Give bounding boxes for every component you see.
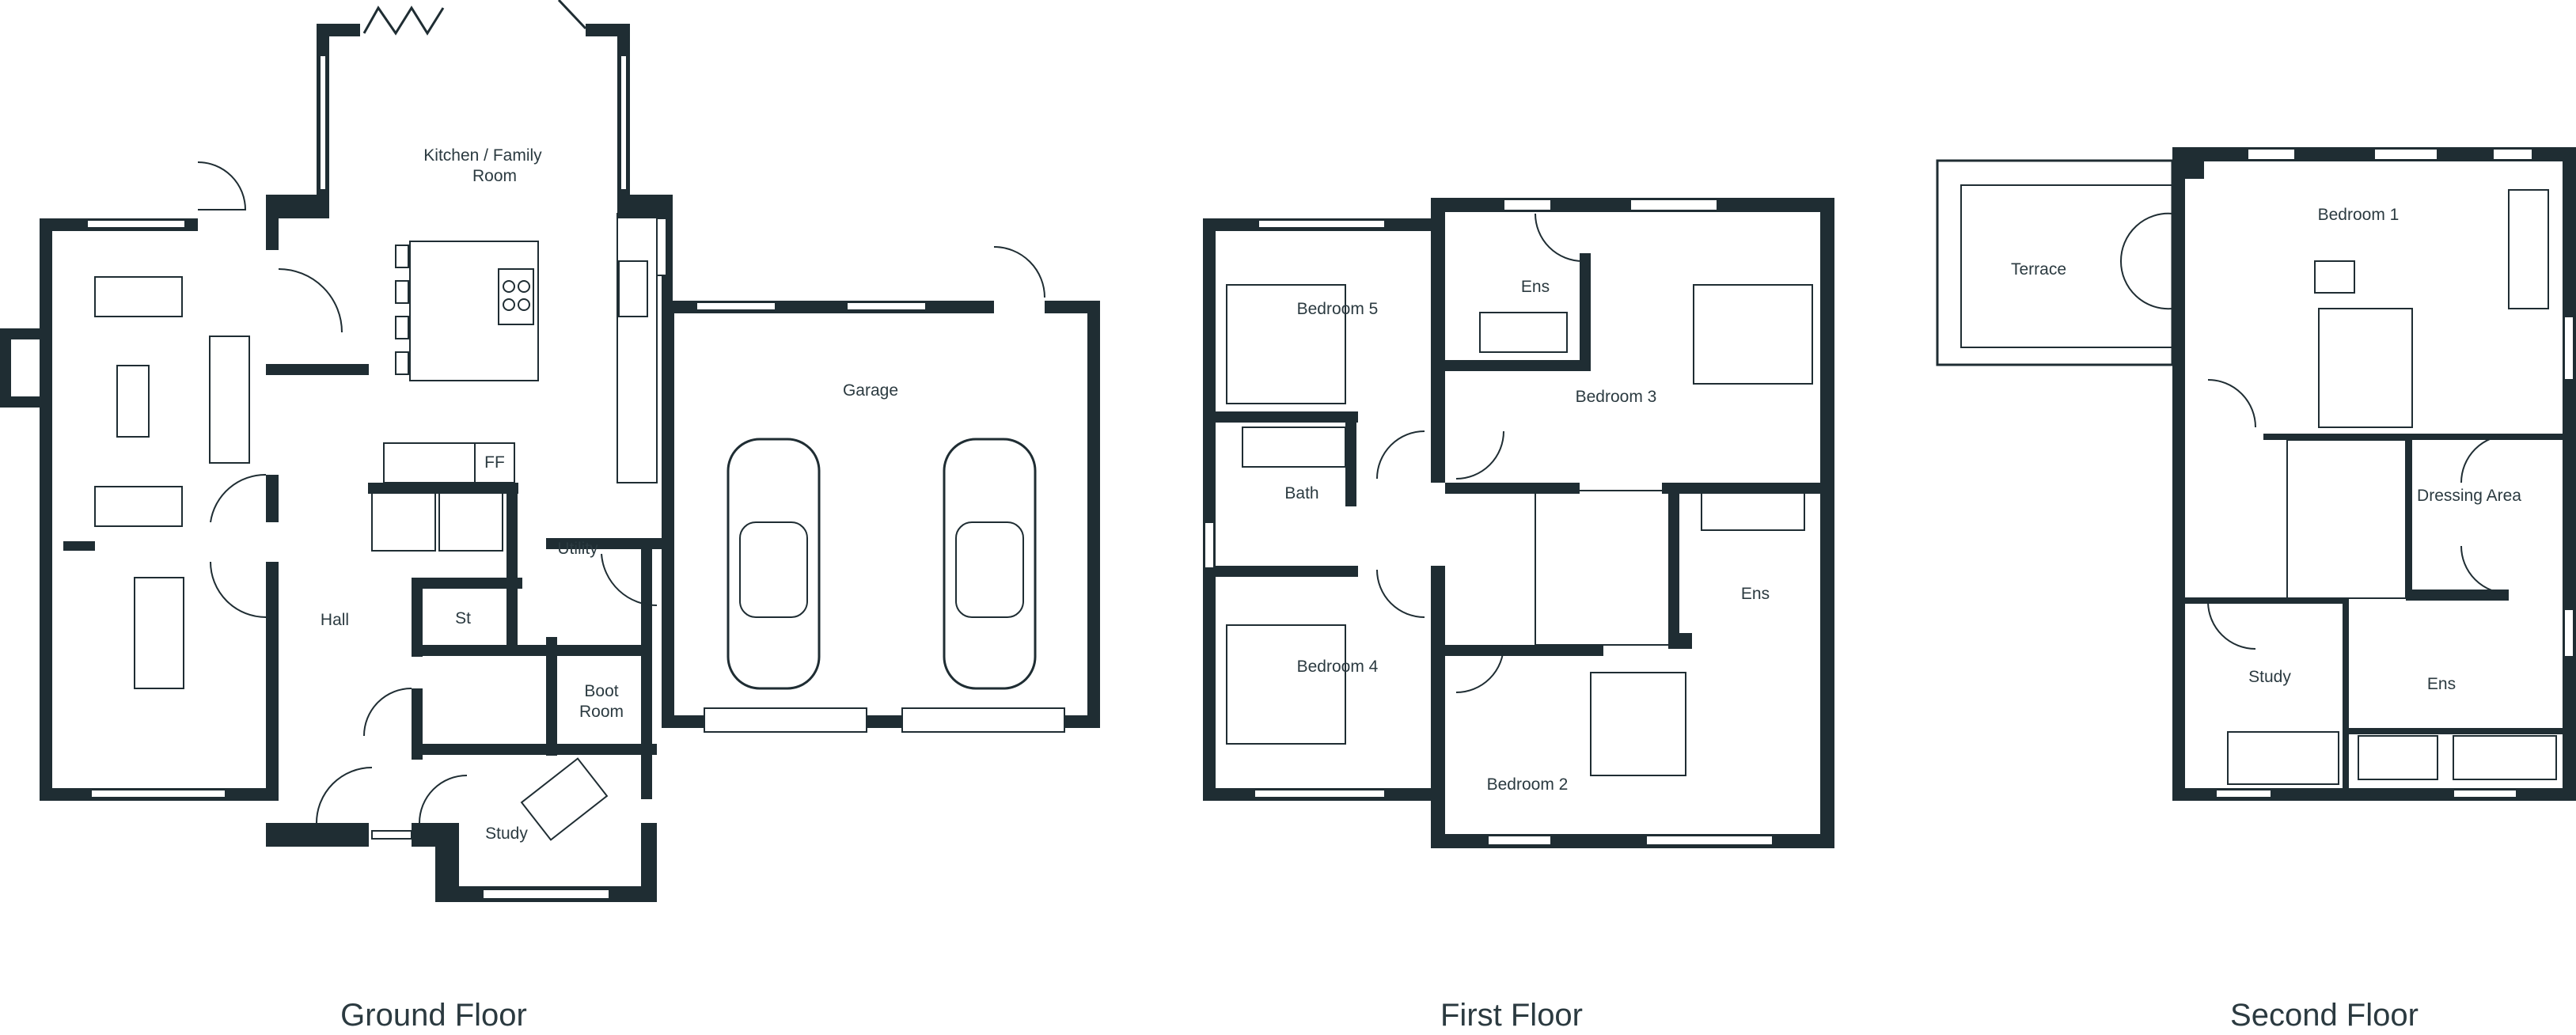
floor-title-second: Second Floor	[2230, 998, 2419, 1033]
room-label-second-ens: Ens	[2427, 675, 2456, 693]
room-label-dressing-area: Dressing Area	[2417, 487, 2521, 505]
floor-title-ground: Ground Floor	[340, 998, 527, 1033]
room-label-store: St	[455, 609, 471, 627]
room-label-ff: FF	[484, 453, 505, 472]
room-label-bedroom5: Bedroom 5	[1297, 300, 1379, 318]
floor-title-first: First Floor	[1440, 998, 1583, 1033]
room-label-hall: Hall	[321, 611, 349, 629]
room-label-boot-room-2: Room	[579, 703, 624, 721]
room-label-bedroom1: Bedroom 1	[2318, 206, 2400, 224]
room-label-utility: Utility	[557, 540, 598, 558]
second-floor-plan: Terrace Bedroom 1 Dressing Area Study En…	[1936, 147, 2576, 801]
room-label-first-ens-b: Ens	[1741, 585, 1770, 603]
room-label-ground-study: Study	[485, 825, 528, 843]
first-floor-plan: Bedroom 5 Ens Bedroom 3 Bath Ens Bedroom…	[1203, 198, 1834, 848]
ground-floor-plan: Kitchen / Family Room Garage FF Utility …	[0, 0, 1100, 902]
room-label-bedroom3: Bedroom 3	[1576, 388, 1657, 406]
room-label-first-ens-a: Ens	[1521, 278, 1550, 296]
room-label-second-study: Study	[2248, 668, 2291, 686]
room-label-bath: Bath	[1284, 484, 1318, 502]
room-label-garage: Garage	[843, 381, 898, 400]
room-label-bedroom2: Bedroom 2	[1487, 775, 1569, 794]
room-label-kitchen: Kitchen / Family	[423, 146, 542, 165]
room-label-boot-room: Boot	[584, 682, 618, 700]
room-label-bedroom4: Bedroom 4	[1297, 658, 1379, 676]
room-label-terrace: Terrace	[2011, 260, 2066, 279]
room-label-kitchen-2: Room	[472, 167, 517, 185]
